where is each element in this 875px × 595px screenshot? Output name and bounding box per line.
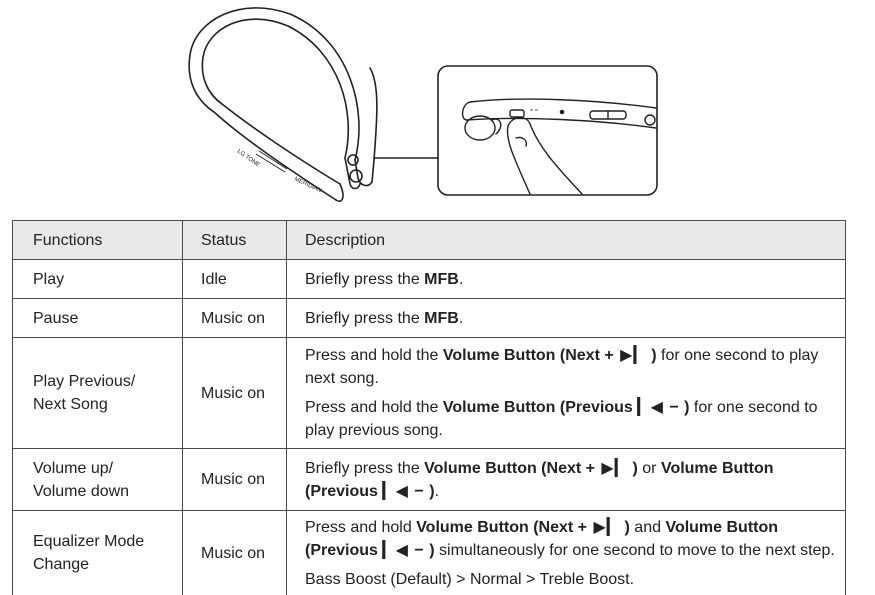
desc-text: Briefly press the	[305, 310, 424, 327]
header-status: Status	[183, 221, 287, 260]
table-row: Play Previous/ Next Song Music on Press …	[13, 338, 846, 449]
previous-symbol-icon: ▎◀ −	[382, 483, 424, 500]
function-cell: Equalizer Mode Change	[13, 511, 183, 595]
desc-paragraph: Bass Boost (Default) > Normal > Treble B…	[305, 568, 835, 591]
headset-brand-text: LG TONE	[236, 149, 261, 169]
desc-text: .	[435, 483, 439, 500]
desc-text: Press and hold the	[305, 399, 443, 416]
desc-paragraph: Press and hold the Volume Button (Next +…	[305, 344, 835, 390]
desc-bold: Volume Button (Next	[424, 460, 581, 477]
description-cell: Briefly press the MFB.	[287, 299, 846, 338]
function-line: Equalizer Mode	[33, 533, 144, 550]
desc-bold: MFB	[424, 310, 459, 327]
function-cell: Pause	[13, 299, 183, 338]
function-cell: Volume up/ Volume down	[13, 449, 183, 511]
functions-table: Functions Status Description Play Idle B…	[12, 220, 846, 595]
table-row: Equalizer Mode Change Music on Press and…	[13, 511, 846, 595]
table-row: Pause Music on Briefly press the MFB.	[13, 299, 846, 338]
desc-text: simultaneously for one second to move to…	[435, 542, 835, 559]
table-row: Play Idle Briefly press the MFB.	[13, 260, 846, 299]
status-cell: Idle	[183, 260, 287, 299]
desc-paragraph: Press and hold Volume Button (Next + ▶▎ …	[305, 516, 835, 562]
desc-text: Briefly press the	[305, 271, 424, 288]
status-cell: Music on	[183, 449, 287, 511]
function-line: Volume down	[33, 483, 129, 500]
previous-symbol-icon: ▎◀ −	[382, 542, 424, 559]
desc-bold: Volume Button (Next	[416, 519, 573, 536]
function-line: Change	[33, 556, 89, 573]
function-line: Next Song	[33, 396, 108, 413]
desc-text: and	[630, 519, 666, 536]
description-cell: Press and hold Volume Button (Next + ▶▎ …	[287, 511, 846, 595]
desc-paragraph: Briefly press the Volume Button (Next + …	[305, 457, 835, 503]
description-cell: Briefly press the MFB.	[287, 260, 846, 299]
desc-text: Briefly press the	[305, 460, 424, 477]
desc-text: .	[459, 271, 463, 288]
status-cell: Music on	[183, 511, 287, 595]
next-symbol-icon: + ▶▎	[578, 519, 620, 536]
function-cell: Play Previous/ Next Song	[13, 338, 183, 449]
status-cell: Music on	[183, 299, 287, 338]
function-cell: Play	[13, 260, 183, 299]
function-line: Volume up/	[33, 460, 113, 477]
desc-text: Press and hold the	[305, 347, 443, 364]
next-symbol-icon: + ▶▎	[586, 460, 628, 477]
headset-label-text: MERIDIAN	[293, 176, 322, 194]
desc-bold: Volume Button (Next	[443, 347, 600, 364]
next-symbol-icon: + ▶▎	[604, 347, 646, 364]
desc-paragraph: Press and hold the Volume Button (Previo…	[305, 396, 835, 442]
desc-text: .	[459, 310, 463, 327]
table-header-row: Functions Status Description	[13, 221, 846, 260]
function-line: Play Previous/	[33, 373, 135, 390]
description-cell: Briefly press the Volume Button (Next + …	[287, 449, 846, 511]
desc-bold: Volume Button (Previous	[443, 399, 633, 416]
header-functions: Functions	[13, 221, 183, 260]
table-row: Volume up/ Volume down Music on Briefly …	[13, 449, 846, 511]
header-description: Description	[287, 221, 846, 260]
description-cell: Press and hold the Volume Button (Next +…	[287, 338, 846, 449]
previous-symbol-icon: ▎◀ −	[637, 399, 679, 416]
desc-text: or	[638, 460, 661, 477]
desc-bold: MFB	[424, 271, 459, 288]
desc-text: Press and hold	[305, 519, 416, 536]
status-cell: Music on	[183, 338, 287, 449]
headset-illustration: LG TONE MERIDIAN	[0, 0, 875, 215]
